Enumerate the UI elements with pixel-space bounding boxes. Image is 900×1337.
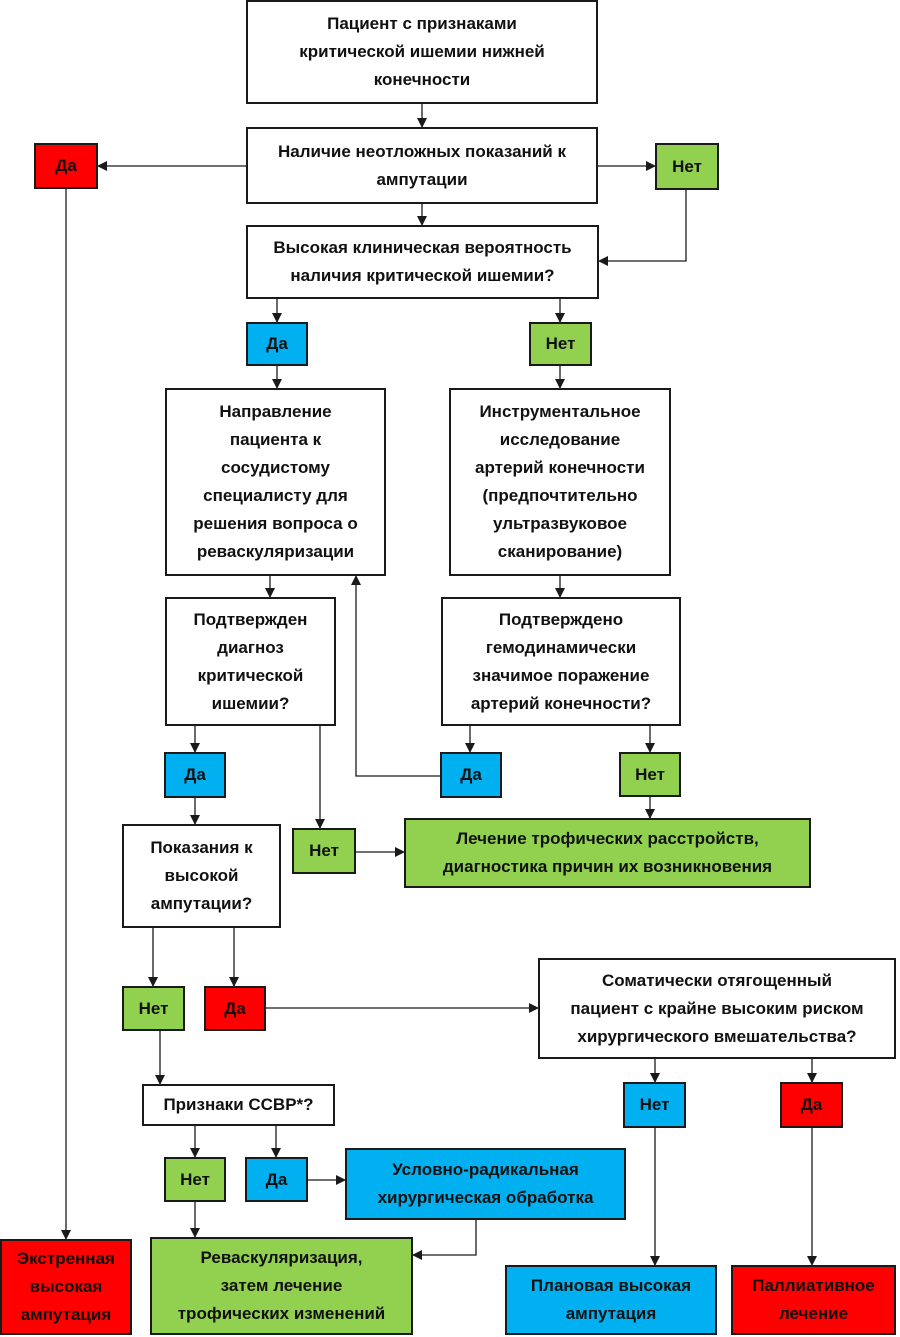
hemodynamic-yes-node: Да xyxy=(440,752,502,798)
urgent-amputation-question: Наличие неотложных показаний к ампутации xyxy=(246,127,598,204)
referral-label: Направление пациента к сосудистому специ… xyxy=(193,402,358,561)
high-amputation-question-label: Показания к высокой ампутации? xyxy=(150,838,253,913)
radical-debridement-label: Условно-радикальная хирургическая обрабо… xyxy=(377,1160,594,1207)
revascularization-label: Реваскуляризация, затем лечение трофичес… xyxy=(177,1248,386,1323)
clinical-yes-label: Да xyxy=(266,334,288,353)
clinical-probability-question: Высокая клиническая вероятность наличия … xyxy=(246,225,599,299)
radical-debridement-node: Условно-радикальная хирургическая обрабо… xyxy=(345,1148,626,1220)
sirs-question: Признаки ССВР*? xyxy=(142,1084,335,1126)
palliative-care-node: Паллиативное лечение xyxy=(731,1265,896,1335)
amputation-yes-label: Да xyxy=(224,998,246,1018)
urgent-no-node: Нет xyxy=(655,143,719,190)
instrumental-exam-label: Инструментальное исследование артерий ко… xyxy=(475,402,645,561)
hemodynamic-no-label: Нет xyxy=(635,764,665,784)
edge-radical-to-revasc xyxy=(412,1220,477,1260)
diagnosis-no-label: Нет xyxy=(309,841,339,860)
clinical-probability-question-label: Высокая клиническая вероятность наличия … xyxy=(273,238,572,285)
clinical-yes-node: Да xyxy=(246,322,308,366)
hemodynamic-no-node: Нет xyxy=(619,752,681,797)
referral-node: Направление пациента к сосудистому специ… xyxy=(165,388,386,576)
confirmed-diagnosis-question: Подтвержден диагноз критической ишемии? xyxy=(165,597,336,726)
confirmed-diagnosis-question-label: Подтвержден диагноз критической ишемии? xyxy=(193,609,308,713)
clinical-no-node: Нет xyxy=(529,322,592,366)
urgent-yes-node: Да xyxy=(34,143,98,189)
sirs-question-label: Признаки ССВР*? xyxy=(163,1095,314,1114)
trophic-treatment-label: Лечение трофических расстройств, диагнос… xyxy=(442,829,773,876)
amputation-no-label: Нет xyxy=(138,998,169,1018)
diagnosis-no-node: Нет xyxy=(292,828,356,874)
sirs-yes-label: Да xyxy=(265,1169,288,1189)
trophic-treatment-node: Лечение трофических расстройств, диагнос… xyxy=(404,818,811,888)
somatic-no-label: Нет xyxy=(639,1095,670,1114)
confirmed-hemodynamic-question: Подтверждено гемодинамически значимое по… xyxy=(441,597,681,726)
diagnosis-yes-label: Да xyxy=(184,765,206,784)
amputation-yes-node: Да xyxy=(204,986,266,1031)
sirs-yes-node: Да xyxy=(245,1157,308,1202)
somatic-risk-question-label: Соматически отягощенный пациент с крайне… xyxy=(570,970,864,1046)
clinical-no-label: Нет xyxy=(545,334,576,353)
emergency-amputation-node: Экстренная высокая ампутация xyxy=(0,1239,132,1335)
high-amputation-question: Показания к высокой ампутации? xyxy=(122,824,281,928)
sirs-no-label: Нет xyxy=(180,1169,210,1189)
somatic-yes-label: Да xyxy=(800,1095,823,1114)
somatic-risk-question: Соматически отягощенный пациент с крайне… xyxy=(538,958,896,1059)
edge-no-to-clinical xyxy=(598,190,687,266)
revascularization-node: Реваскуляризация, затем лечение трофичес… xyxy=(150,1237,413,1335)
urgent-amputation-question-label: Наличие неотложных показаний к ампутации xyxy=(278,141,566,189)
instrumental-exam-node: Инструментальное исследование артерий ко… xyxy=(449,388,671,576)
start-node-label: Пациент с признаками критической ишемии … xyxy=(299,14,545,89)
planned-amputation-node: Плановая высокая ампутация xyxy=(505,1265,717,1335)
planned-amputation-label: Плановая высокая ампутация xyxy=(530,1276,692,1323)
edge-hemoyes-to-referral xyxy=(351,575,440,777)
start-node: Пациент с признаками критической ишемии … xyxy=(246,0,598,104)
emergency-amputation-label: Экстренная высокая ампутация xyxy=(17,1249,115,1324)
palliative-care-label: Паллиативное лечение xyxy=(752,1276,875,1323)
urgent-yes-label: Да xyxy=(55,156,77,175)
diagnosis-yes-node: Да xyxy=(164,752,226,798)
amputation-no-node: Нет xyxy=(122,986,185,1031)
sirs-no-node: Нет xyxy=(164,1157,226,1202)
somatic-no-node: Нет xyxy=(623,1082,686,1128)
urgent-no-label: Нет xyxy=(672,156,702,176)
somatic-yes-node: Да xyxy=(780,1082,843,1128)
hemodynamic-yes-label: Да xyxy=(460,765,482,784)
confirmed-hemodynamic-question-label: Подтверждено гемодинамически значимое по… xyxy=(470,609,652,713)
